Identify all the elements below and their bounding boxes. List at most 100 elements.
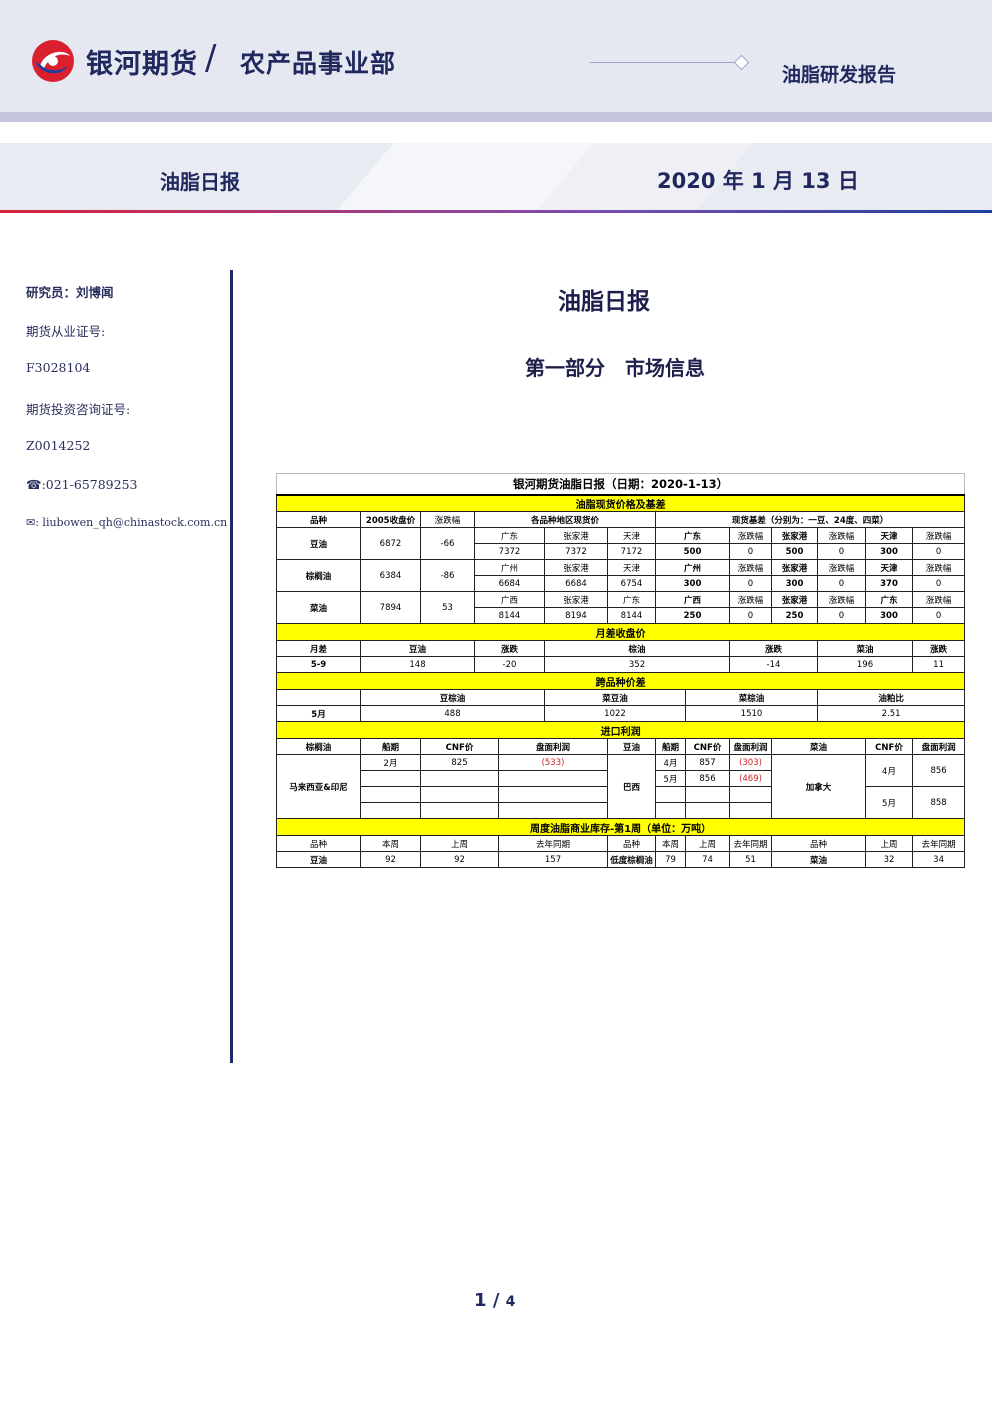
- table-cell: 涨跌幅: [911, 527, 966, 544]
- table-header: 品种: [607, 835, 656, 852]
- table-cell: 300: [865, 607, 913, 624]
- author-sidebar: 研究员：刘博闻 期货从业证号: F3028104 期货投资咨询证号: Z0014…: [26, 282, 228, 555]
- table-cell: 0: [817, 575, 866, 592]
- table-cell: 张家港: [771, 527, 818, 544]
- table-cell: [655, 786, 686, 803]
- table-header: CNF价: [685, 738, 730, 755]
- table-header: 上周: [865, 835, 913, 852]
- table-cell: (533): [498, 754, 608, 771]
- table-header: 油粕比: [816, 689, 966, 706]
- table-cell: 856: [685, 770, 730, 787]
- table-header: 菜油: [771, 738, 866, 755]
- brand-name: 银河期货: [86, 49, 198, 80]
- table-cell: 4月: [655, 754, 686, 771]
- table-caption: 银河期货油脂日报（日期：2020-1-13）: [275, 473, 966, 495]
- table-header: 盘面利润: [729, 738, 772, 755]
- table-cell: [360, 786, 421, 803]
- table-cell: 0: [911, 607, 966, 624]
- table-cell: 0: [729, 607, 772, 624]
- table-cell: 涨跌幅: [729, 527, 772, 544]
- table-header: 上周: [685, 835, 730, 852]
- table-cell: 500: [771, 543, 818, 560]
- table-header: CNF价: [865, 738, 913, 755]
- table-cell: 涨跌幅: [911, 591, 966, 608]
- table-cell: 低度棕榈油: [607, 851, 656, 868]
- table-cell: 300: [865, 543, 913, 560]
- table-header: 去年同期: [911, 835, 966, 852]
- table-cell: 157: [498, 851, 608, 868]
- table-cell: 32: [865, 851, 913, 868]
- table-cell: 天津: [865, 527, 913, 544]
- table-cell: 5月: [655, 770, 686, 787]
- table-cell: 500: [655, 543, 730, 560]
- table-header: 菜豆油: [544, 689, 686, 706]
- table-cell: (469): [729, 770, 772, 787]
- table-cell: 8144: [607, 607, 656, 624]
- table-header: 涨跌: [911, 640, 966, 657]
- table-cell: 广州: [655, 559, 730, 576]
- table-cell: [360, 802, 421, 819]
- table-cell: 张家港: [544, 591, 608, 608]
- table-cell: 涨跌幅: [817, 591, 866, 608]
- table-cell: [729, 802, 772, 819]
- table-header: 菜油: [817, 640, 913, 657]
- table-cell: 857: [685, 754, 730, 771]
- table-cell: 148: [360, 656, 475, 673]
- table-cell: 7372: [474, 543, 545, 560]
- table-cell: [498, 770, 608, 787]
- table-cell: 74: [685, 851, 730, 868]
- oils-daily-table: 银河期货油脂日报（日期：2020-1-13） 油脂现货价格及基差 品种 2005…: [275, 473, 966, 868]
- table-cell: 6754: [607, 575, 656, 592]
- table-header: CNF价: [420, 738, 499, 755]
- table-cell: 2月: [360, 754, 421, 771]
- table-cell: 马来西亚&印尼: [276, 754, 361, 819]
- table-cell: 79: [655, 851, 686, 868]
- table-header: [276, 689, 361, 706]
- table-cell: 加拿大: [771, 754, 866, 819]
- table-cell: [498, 802, 608, 819]
- table-cell: [420, 770, 499, 787]
- header-stripe: [0, 112, 992, 122]
- table-cell: 涨跌幅: [817, 559, 866, 576]
- table-header: 盘面利润: [498, 738, 608, 755]
- table-header: 涨跌幅: [420, 511, 475, 528]
- table-header: 2005收盘价: [360, 511, 421, 528]
- report-date: 2020 年 1 月 13 日: [657, 169, 859, 193]
- table-cell: 天津: [607, 527, 656, 544]
- table-header: 棕榈油: [276, 738, 361, 755]
- table-cell: [729, 786, 772, 803]
- table-header: 菜棕油: [685, 689, 818, 706]
- table-cell: 1510: [685, 705, 818, 722]
- table-cell: 92: [360, 851, 421, 868]
- title-band: [0, 143, 992, 210]
- table-cell: [685, 786, 730, 803]
- license-number: F3028104: [26, 360, 91, 375]
- table-cell: 1022: [544, 705, 686, 722]
- table-cell: 11: [911, 656, 966, 673]
- table-cell: 张家港: [771, 591, 818, 608]
- section-spot-header: 油脂现货价格及基差: [275, 493, 966, 512]
- table-cell: -66: [420, 527, 475, 560]
- table-cell: 天津: [865, 559, 913, 576]
- report-type: 油脂研发报告: [782, 64, 897, 86]
- table-cell: 广西: [474, 591, 545, 608]
- table-cell: 6684: [474, 575, 545, 592]
- table-cell: 250: [771, 607, 818, 624]
- table-cell: 广东: [607, 591, 656, 608]
- email-address[interactable]: ✉: liubowen_qh@chinastock.com.cn: [26, 516, 228, 529]
- license-label: 期货从业证号:: [26, 324, 106, 339]
- table-cell: 0: [817, 543, 866, 560]
- page-title: 油脂日报: [558, 289, 650, 315]
- table-header: 品种: [276, 511, 361, 528]
- table-cell: 92: [420, 851, 499, 868]
- table-header: 涨跌: [474, 640, 545, 657]
- table-header: 月差: [276, 640, 361, 657]
- table-cell: -14: [729, 656, 818, 673]
- band-title: 油脂日报: [160, 170, 240, 194]
- table-cell: 涨跌幅: [729, 591, 772, 608]
- table-cell: 0: [817, 607, 866, 624]
- table-header: 现货基差（分别为：一豆、24度、四菜）: [654, 511, 966, 528]
- table-cell: 0: [911, 575, 966, 592]
- table-cell: 8194: [544, 607, 608, 624]
- table-header: 本周: [655, 835, 686, 852]
